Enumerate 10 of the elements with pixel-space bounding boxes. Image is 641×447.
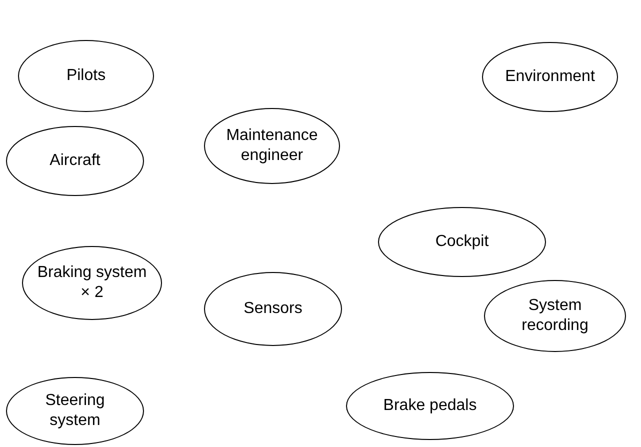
node-label: Steering system bbox=[44, 391, 106, 431]
node-label: Sensors bbox=[244, 299, 302, 319]
node-label: Environment bbox=[505, 67, 595, 87]
node-label: Maintenance engineer bbox=[225, 126, 319, 166]
node-label: Braking system × 2 bbox=[37, 263, 147, 303]
node-label: System recording bbox=[520, 296, 590, 336]
node-label: Brake pedals bbox=[383, 396, 477, 416]
node-label: Aircraft bbox=[50, 151, 100, 171]
node-label: Pilots bbox=[66, 66, 106, 86]
node-label: Cockpit bbox=[435, 232, 489, 252]
